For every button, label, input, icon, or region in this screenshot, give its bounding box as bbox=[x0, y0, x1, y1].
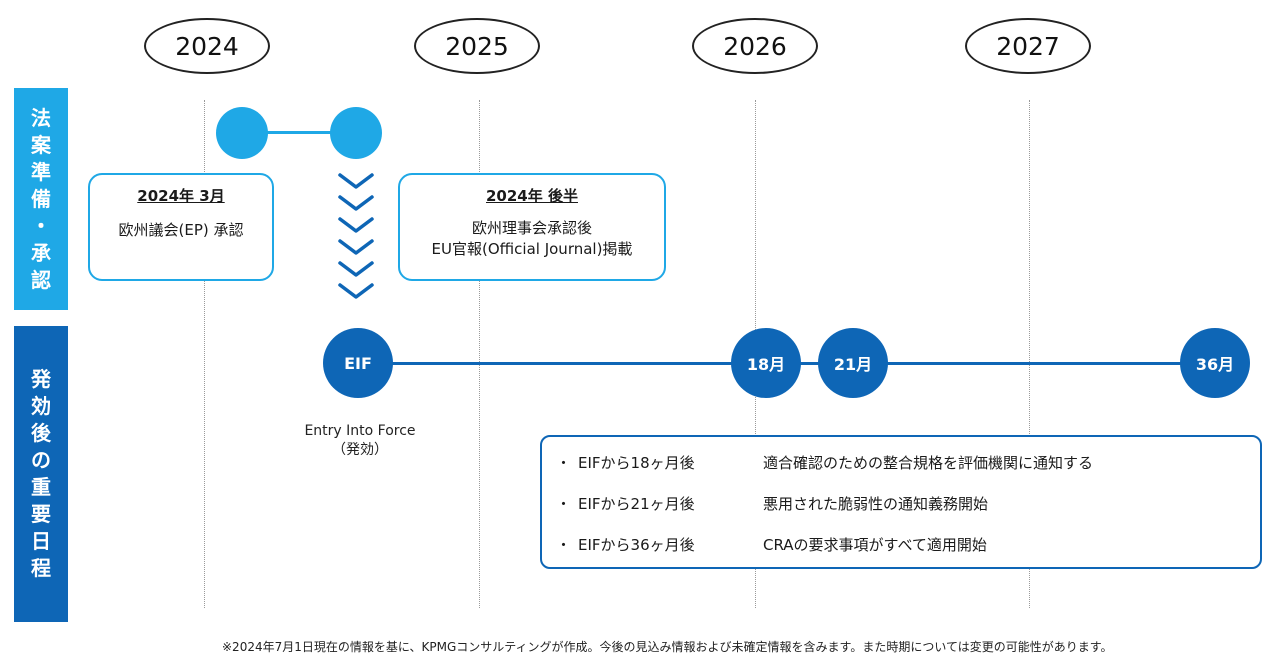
section-label-char: 案 bbox=[31, 132, 51, 157]
approval-box-title: 2024年 後半 bbox=[486, 187, 578, 205]
year-gridline bbox=[1029, 100, 1030, 608]
bullet: ・ bbox=[556, 453, 572, 472]
schedule-box: ・ EIFから18ヶ月後 適合確認のための整合規格を評価機関に通知する ・ EI… bbox=[540, 435, 1262, 569]
approval-connector bbox=[266, 131, 332, 134]
schedule-item: ・ EIFから18ヶ月後 適合確認のための整合規格を評価機関に通知する bbox=[556, 450, 1093, 474]
schedule-what: 適合確認のための整合規格を評価機関に通知する bbox=[763, 453, 1094, 472]
section-label-char: 効 bbox=[31, 394, 51, 418]
milestone-18-months: 18月 bbox=[731, 328, 801, 398]
section-label-char: の bbox=[31, 448, 51, 472]
section-label-char: 準 bbox=[31, 159, 51, 184]
section-label-char: 程 bbox=[31, 556, 51, 580]
milestone-36-months: 36月 bbox=[1180, 328, 1250, 398]
approval-dot-council bbox=[330, 107, 382, 159]
year-gridline bbox=[479, 100, 480, 608]
milestone-eif: EIF bbox=[323, 328, 393, 398]
schedule-item: ・ EIFから21ヶ月後 悪用された脆弱性の通知義務開始 bbox=[556, 491, 988, 515]
milestone-21-months: 21月 bbox=[818, 328, 888, 398]
year-label-2026: 2026 bbox=[692, 18, 818, 74]
section-label-char: ・ bbox=[31, 213, 51, 238]
approval-box-text: 欧州議会(EP) 承認 bbox=[118, 221, 244, 239]
schedule-item: ・ EIFから36ヶ月後 CRAの要求事項がすべて適用開始 bbox=[556, 532, 987, 556]
section-label-char: 認 bbox=[31, 267, 51, 292]
approval-box-ep: 2024年 3月 欧州議会(EP) 承認 bbox=[88, 173, 274, 281]
schedule-when: EIFから21ヶ月後 bbox=[578, 494, 695, 513]
eif-caption: Entry Into Force （発効） bbox=[280, 422, 440, 460]
section-label-char: 発 bbox=[31, 367, 51, 391]
section-label-char: 重 bbox=[31, 475, 51, 499]
schedule-what: CRAの要求事項がすべて適用開始 bbox=[763, 535, 987, 554]
section-label-char: 承 bbox=[31, 240, 51, 265]
section-label-char: 日 bbox=[31, 529, 51, 553]
schedule-what: 悪用された脆弱性の通知義務開始 bbox=[763, 494, 989, 513]
eif-caption-english: Entry Into Force bbox=[304, 423, 416, 439]
schedule-when: EIFから36ヶ月後 bbox=[578, 535, 695, 554]
year-gridline bbox=[204, 100, 205, 608]
schedule-when: EIFから18ヶ月後 bbox=[578, 453, 695, 472]
approval-box-title: 2024年 3月 bbox=[137, 187, 225, 205]
section-label-char: 後 bbox=[31, 421, 51, 445]
bullet: ・ bbox=[556, 494, 572, 513]
approval-dot-ep bbox=[216, 107, 268, 159]
chevron-down-arrows-icon bbox=[338, 173, 374, 299]
bullet: ・ bbox=[556, 535, 572, 554]
footnote: ※2024年7月1日現在の情報を基に、KPMGコンサルティングが作成。今後の見込… bbox=[222, 640, 1113, 654]
section-label-legislation-approval: 法 案 準 備 ・ 承 認 bbox=[14, 88, 68, 310]
year-label-2024: 2024 bbox=[144, 18, 270, 74]
section-label-char: 要 bbox=[31, 502, 51, 526]
year-label-2025: 2025 bbox=[414, 18, 540, 74]
approval-box-council: 2024年 後半 欧州理事会承認後 EU官報(Official Journal)… bbox=[398, 173, 666, 281]
section-label-char: 備 bbox=[31, 186, 51, 211]
approval-box-text: 欧州理事会承認後 bbox=[471, 219, 592, 237]
section-label-key-dates: 発 効 後 の 重 要 日 程 bbox=[14, 326, 68, 622]
eif-caption-japanese: （発効） bbox=[332, 442, 388, 458]
approval-box-text: EU官報(Official Journal)掲載 bbox=[431, 240, 633, 258]
section-label-char: 法 bbox=[31, 105, 51, 130]
year-label-2027: 2027 bbox=[965, 18, 1091, 74]
